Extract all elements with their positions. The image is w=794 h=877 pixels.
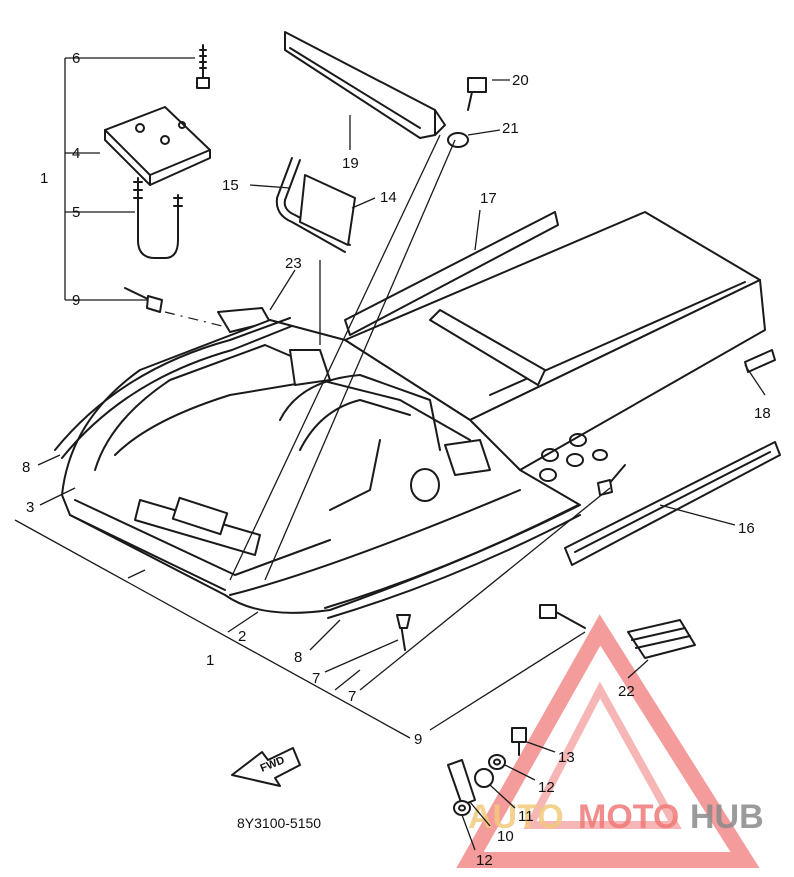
watermark-text-hub: HUB	[690, 798, 764, 836]
group-bracket-bottom	[14, 519, 411, 739]
callout-7-right: 7	[348, 688, 356, 705]
part-19-panel	[284, 31, 446, 139]
callout-11: 11	[518, 808, 534, 825]
callout-9-top: 9	[72, 292, 80, 309]
part-5-u-bolt	[133, 177, 183, 259]
part-7-rivet-right	[597, 464, 626, 496]
part-22-pad	[627, 619, 696, 659]
group-bracket-top	[64, 57, 195, 301]
callout-12-lower: 12	[476, 852, 493, 869]
callout-1-top: 1	[40, 170, 48, 187]
part-12-washer-upper	[488, 754, 506, 770]
part-9-rivet-upper	[124, 287, 163, 313]
callout-10: 10	[497, 828, 514, 845]
watermark-logo: AUTO MOTO HUB	[456, 614, 764, 868]
callout-16: 16	[738, 520, 755, 537]
callout-4: 4	[72, 145, 80, 162]
leader-lines	[37, 79, 766, 851]
part-9-rivet-lower	[539, 604, 586, 629]
part-20-bolt	[467, 77, 487, 111]
part-10-bracket	[447, 759, 476, 806]
callout-23: 23	[285, 255, 302, 272]
watermark-text-auto: AUTO	[468, 798, 564, 836]
callout-13: 13	[558, 749, 575, 766]
part-15-handle	[275, 157, 351, 253]
part-12-washer-lower	[453, 800, 471, 816]
callout-18: 18	[754, 405, 771, 422]
part-13-bolt	[511, 727, 527, 756]
callout-6: 6	[72, 50, 80, 67]
direction-arrow-fwd: FWD	[231, 747, 301, 787]
part-8-rail-left	[54, 317, 293, 459]
callout-1-bottom: 1	[206, 652, 214, 669]
chassis-body	[61, 211, 766, 614]
callout-5: 5	[72, 204, 80, 221]
callout-17: 17	[480, 190, 497, 207]
callout-8-right: 8	[294, 649, 302, 666]
part-8-rail-right	[324, 504, 581, 619]
callout-15: 15	[222, 177, 239, 194]
diagram-code: 8Y3100-5150	[237, 815, 321, 831]
part-21-nut	[447, 132, 469, 148]
part-18-tag	[744, 349, 776, 373]
watermark-text-moto: MOTO	[578, 798, 679, 836]
callout-3: 3	[26, 499, 34, 516]
callout-14: 14	[380, 189, 397, 206]
callout-7-left: 7	[312, 670, 320, 687]
callout-20: 20	[512, 72, 529, 89]
callout-22: 22	[618, 683, 635, 700]
part-4-bracket	[104, 106, 211, 186]
callout-19: 19	[342, 155, 359, 172]
part-11-spacer	[474, 768, 494, 788]
part-6-bolt	[196, 44, 210, 89]
part-16-strip	[564, 441, 781, 566]
callout-8-left: 8	[22, 459, 30, 476]
callout-labels: 6 4 1 5 9 20 21 19 15 14 17 23 18 8 3 16…	[22, 50, 771, 869]
callout-9-bottom: 9	[414, 731, 422, 748]
callout-21: 21	[502, 120, 519, 137]
callout-2: 2	[238, 628, 246, 645]
callout-12-upper: 12	[538, 779, 555, 796]
part-7-rivet	[396, 614, 411, 651]
part-14-plate	[299, 174, 356, 246]
